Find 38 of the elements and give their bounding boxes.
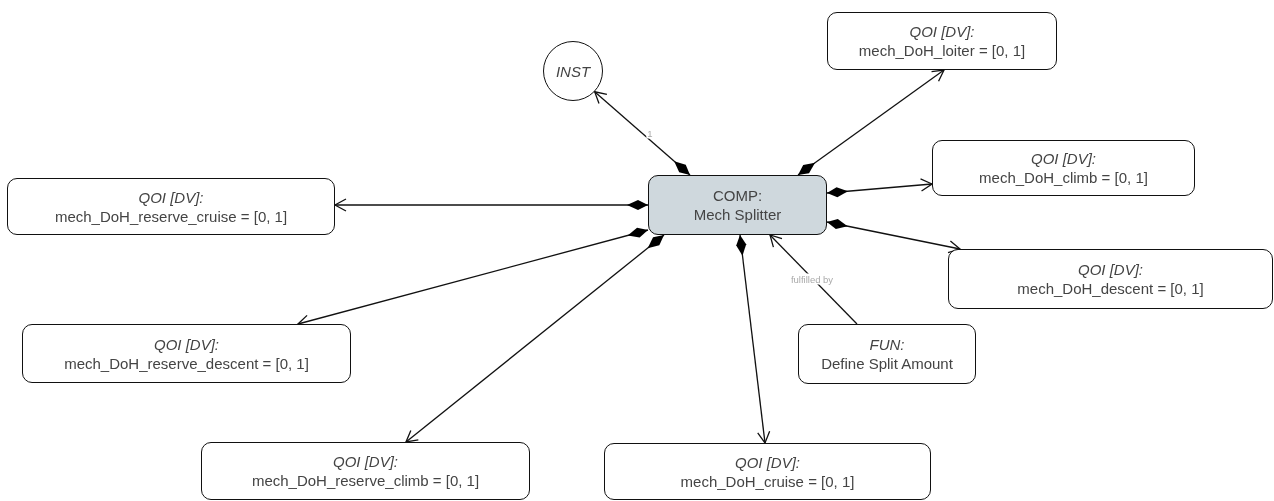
instance-circle (543, 41, 603, 101)
element-box (604, 443, 931, 500)
node-text: Mech Splitter (693, 205, 782, 224)
element-box (932, 140, 1195, 196)
node-heading: QOI [DV]: (138, 187, 204, 207)
node-heading: INST (555, 61, 591, 81)
arrow (405, 234, 665, 443)
node-heading: QOI [DV]: (333, 452, 398, 471)
node-text: mech_DoH_climb = [0, 1] (979, 168, 1148, 187)
node-text: mech_DoH_descent = [0, 1] (1017, 279, 1204, 298)
element-box (201, 442, 530, 500)
element-box (798, 324, 976, 384)
node-heading: QOI [DV]: (735, 452, 800, 472)
node-heading: COMP: (712, 186, 763, 205)
arrow (769, 234, 858, 325)
node-text: mech_DoH_reserve_descent = [0, 1] (64, 353, 309, 373)
node-text: mech_DoH_reserve_climb = [0, 1] (251, 471, 480, 490)
arrow (826, 178, 933, 198)
arrow (826, 219, 961, 254)
arrow (334, 198, 649, 212)
element-box (7, 178, 335, 235)
node-heading: QOI [DV]: (909, 22, 975, 41)
node-text: mech_DoH_loiter = [0, 1] (858, 41, 1026, 60)
arrow (594, 91, 691, 176)
component-box (648, 175, 827, 235)
node-text: Define Split Amount (821, 354, 953, 373)
node-heading: QOI [DV]: (1031, 149, 1096, 168)
node-text: mech_DoH_cruise = [0, 1] (680, 471, 855, 491)
arrow (797, 69, 945, 176)
node-heading: QOI [DV]: (1078, 260, 1143, 279)
element-box (948, 249, 1273, 309)
node-heading: FUN: (869, 335, 905, 354)
element-box (22, 324, 351, 383)
edge-label: fulfilled by (789, 273, 835, 285)
arrow (736, 234, 771, 444)
node-heading: QOI [DV]: (154, 334, 219, 354)
node-text: mech_DoH_reserve_cruise = [0, 1] (54, 206, 288, 226)
element-box (827, 12, 1057, 70)
